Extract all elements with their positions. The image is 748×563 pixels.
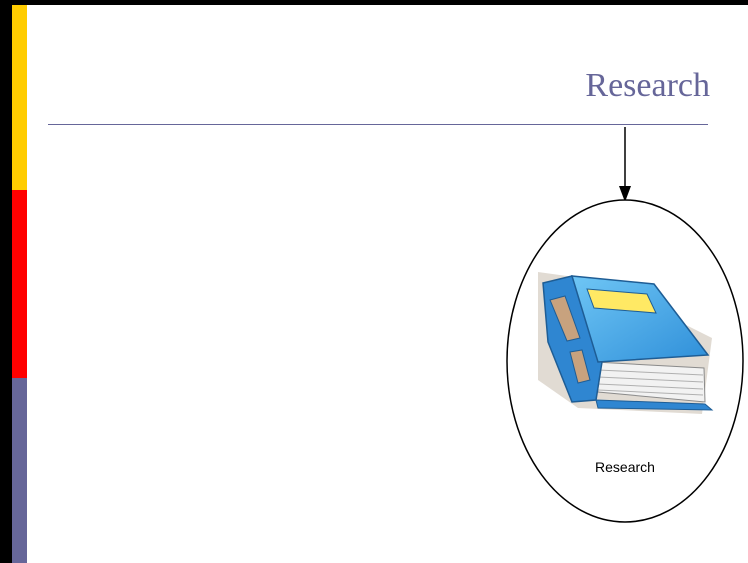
accent-bar-blue <box>12 378 27 563</box>
research-node-label: Research <box>595 459 655 475</box>
arrow-down-icon <box>619 127 631 202</box>
slide-frame-left <box>0 0 12 563</box>
title-underline <box>48 124 708 125</box>
slide-frame-top <box>0 0 748 5</box>
accent-bar-yellow <box>12 5 27 190</box>
book-icon <box>538 272 714 414</box>
slide-title: Research <box>585 67 710 104</box>
accent-bar-red <box>12 190 27 378</box>
